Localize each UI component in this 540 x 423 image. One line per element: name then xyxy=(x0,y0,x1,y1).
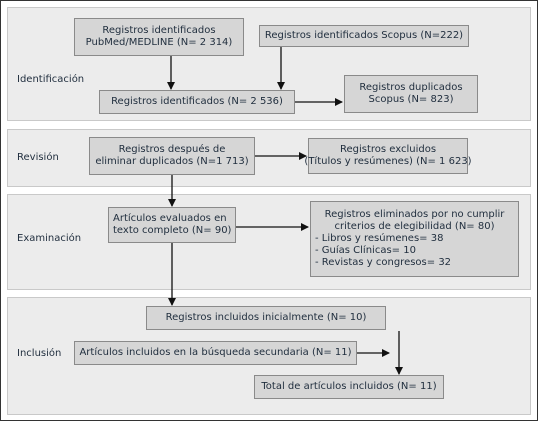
box-pubmed-line-1: Registros identificados xyxy=(102,25,216,36)
box-pubmed-records: Registros identificados PubMed/MEDLINE (… xyxy=(74,18,244,56)
box-secondary-search: Artículos incluidos en la búsqueda secun… xyxy=(74,341,357,365)
box-eliminated-title-2: criterios de elegibilidad (N= 80) xyxy=(334,221,495,232)
box-scopus-text: Registros identificados Scopus (N=222) xyxy=(264,30,464,41)
box-eliminated-title-1: Registros eliminados por no cumplir xyxy=(324,209,505,220)
box-total-text: Total de artículos incluidos (N= 11) xyxy=(261,381,437,392)
box-duplicate-records: Registros duplicados Scopus (N= 823) xyxy=(344,75,478,113)
box-initial-text: Registros incluidos inicialmente (N= 10) xyxy=(165,312,367,323)
phase-label-review: Revisión xyxy=(17,152,59,163)
box-duplicates-line-2: Scopus (N= 823) xyxy=(368,94,454,105)
box-after-duplicates: Registros después de eliminar duplicados… xyxy=(89,137,255,175)
phase-label-screening: Examinación xyxy=(17,233,82,244)
box-scopus-records: Registros identificados Scopus (N=222) xyxy=(259,25,469,47)
phase-label-inclusion: Inclusión xyxy=(17,348,62,359)
box-excluded-line-2: (Títulos y resúmenes) (N= 1 623) xyxy=(304,156,472,167)
box-eliminated-item-books: - Libros y resúmenes= 38 xyxy=(315,233,444,244)
box-pubmed-line-2: PubMed/MEDLINE (N= 2 314) xyxy=(85,37,233,48)
box-eliminated-records: Registros eliminados por no cumplir crit… xyxy=(310,201,519,277)
box-identified-text: Registros identificados (N= 2 536) xyxy=(111,96,283,107)
box-duplicates-line-1: Registros duplicados xyxy=(359,82,463,93)
box-eliminated-item-journals: - Revistas y congresos= 32 xyxy=(315,257,452,268)
box-fulltext-articles: Artículos evaluados en texto completo (N… xyxy=(108,207,236,243)
phase-label-identification: Identificación xyxy=(17,74,85,85)
box-initially-included: Registros incluidos inicialmente (N= 10) xyxy=(146,306,386,330)
box-after-duplicates-line-2: eliminar duplicados (N=1 713) xyxy=(95,156,249,167)
box-identified-records: Registros identificados (N= 2 536) xyxy=(99,90,295,114)
box-excluded-records: Registros excluidos (Títulos y resúmenes… xyxy=(304,138,472,174)
box-after-duplicates-line-1: Registros después de xyxy=(118,144,226,155)
box-eliminated-item-guides: - Guías Clínicas= 10 xyxy=(315,245,416,256)
box-fulltext-line-2: texto completo (N= 90) xyxy=(113,225,232,236)
box-excluded-line-1: Registros excluidos xyxy=(339,144,437,155)
box-total-included: Total de artículos incluidos (N= 11) xyxy=(254,375,444,399)
box-secondary-text: Artículos incluidos en la búsqueda secun… xyxy=(79,347,352,358)
box-fulltext-line-1: Artículos evaluados en xyxy=(113,213,227,224)
